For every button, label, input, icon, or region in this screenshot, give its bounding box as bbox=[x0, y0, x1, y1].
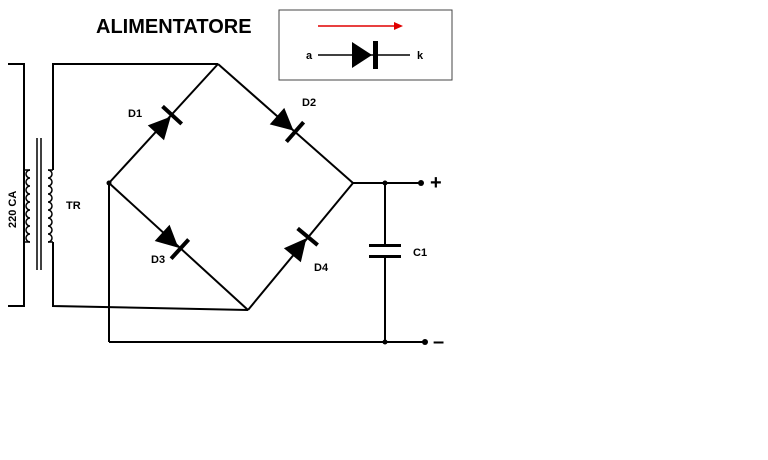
positive-sign: + bbox=[430, 172, 442, 194]
primary-coil bbox=[25, 169, 31, 243]
transformer bbox=[8, 63, 249, 311]
legend-diode-bar bbox=[373, 41, 378, 69]
primary-lead bbox=[8, 63, 25, 307]
legend-frame bbox=[278, 9, 453, 81]
positive-terminal bbox=[418, 180, 424, 186]
capacitor-c1 bbox=[369, 244, 401, 258]
diode-legend: a k bbox=[278, 9, 453, 81]
input-voltage-label: 220 CA bbox=[7, 191, 19, 228]
transformer-label: TR bbox=[66, 200, 81, 212]
capacitor-label: C1 bbox=[413, 247, 427, 259]
anode-label: a bbox=[306, 50, 313, 62]
junction-left bbox=[106, 180, 112, 186]
diagram-title: ALIMENTATORE bbox=[96, 16, 252, 38]
wire-left-bottom bbox=[108, 182, 249, 311]
diode-d1 bbox=[147, 104, 184, 141]
secondary-bottom-wire bbox=[52, 242, 249, 311]
cathode-label: k bbox=[417, 50, 424, 62]
secondary-coil bbox=[47, 169, 53, 243]
capacitor-plate-bottom bbox=[369, 255, 401, 258]
diode-d2 bbox=[269, 107, 306, 144]
diode-d1-label: D1 bbox=[128, 108, 142, 120]
negative-terminal bbox=[422, 339, 428, 345]
diode-d4 bbox=[283, 226, 319, 263]
negative-sign: – bbox=[433, 331, 444, 353]
secondary-top-wire bbox=[52, 63, 218, 170]
junction-cap-bottom bbox=[382, 339, 388, 345]
capacitor-plate-top bbox=[369, 244, 401, 247]
diode-d2-label: D2 bbox=[302, 97, 316, 109]
current-arrowhead bbox=[394, 22, 403, 30]
diode-d4-label: D4 bbox=[314, 262, 329, 274]
diode-d3-label: D3 bbox=[151, 254, 165, 266]
junction-cap-top bbox=[382, 180, 388, 186]
legend-diode-symbol bbox=[352, 42, 372, 68]
diode-d3 bbox=[154, 224, 191, 261]
bridge-wires bbox=[108, 63, 425, 343]
